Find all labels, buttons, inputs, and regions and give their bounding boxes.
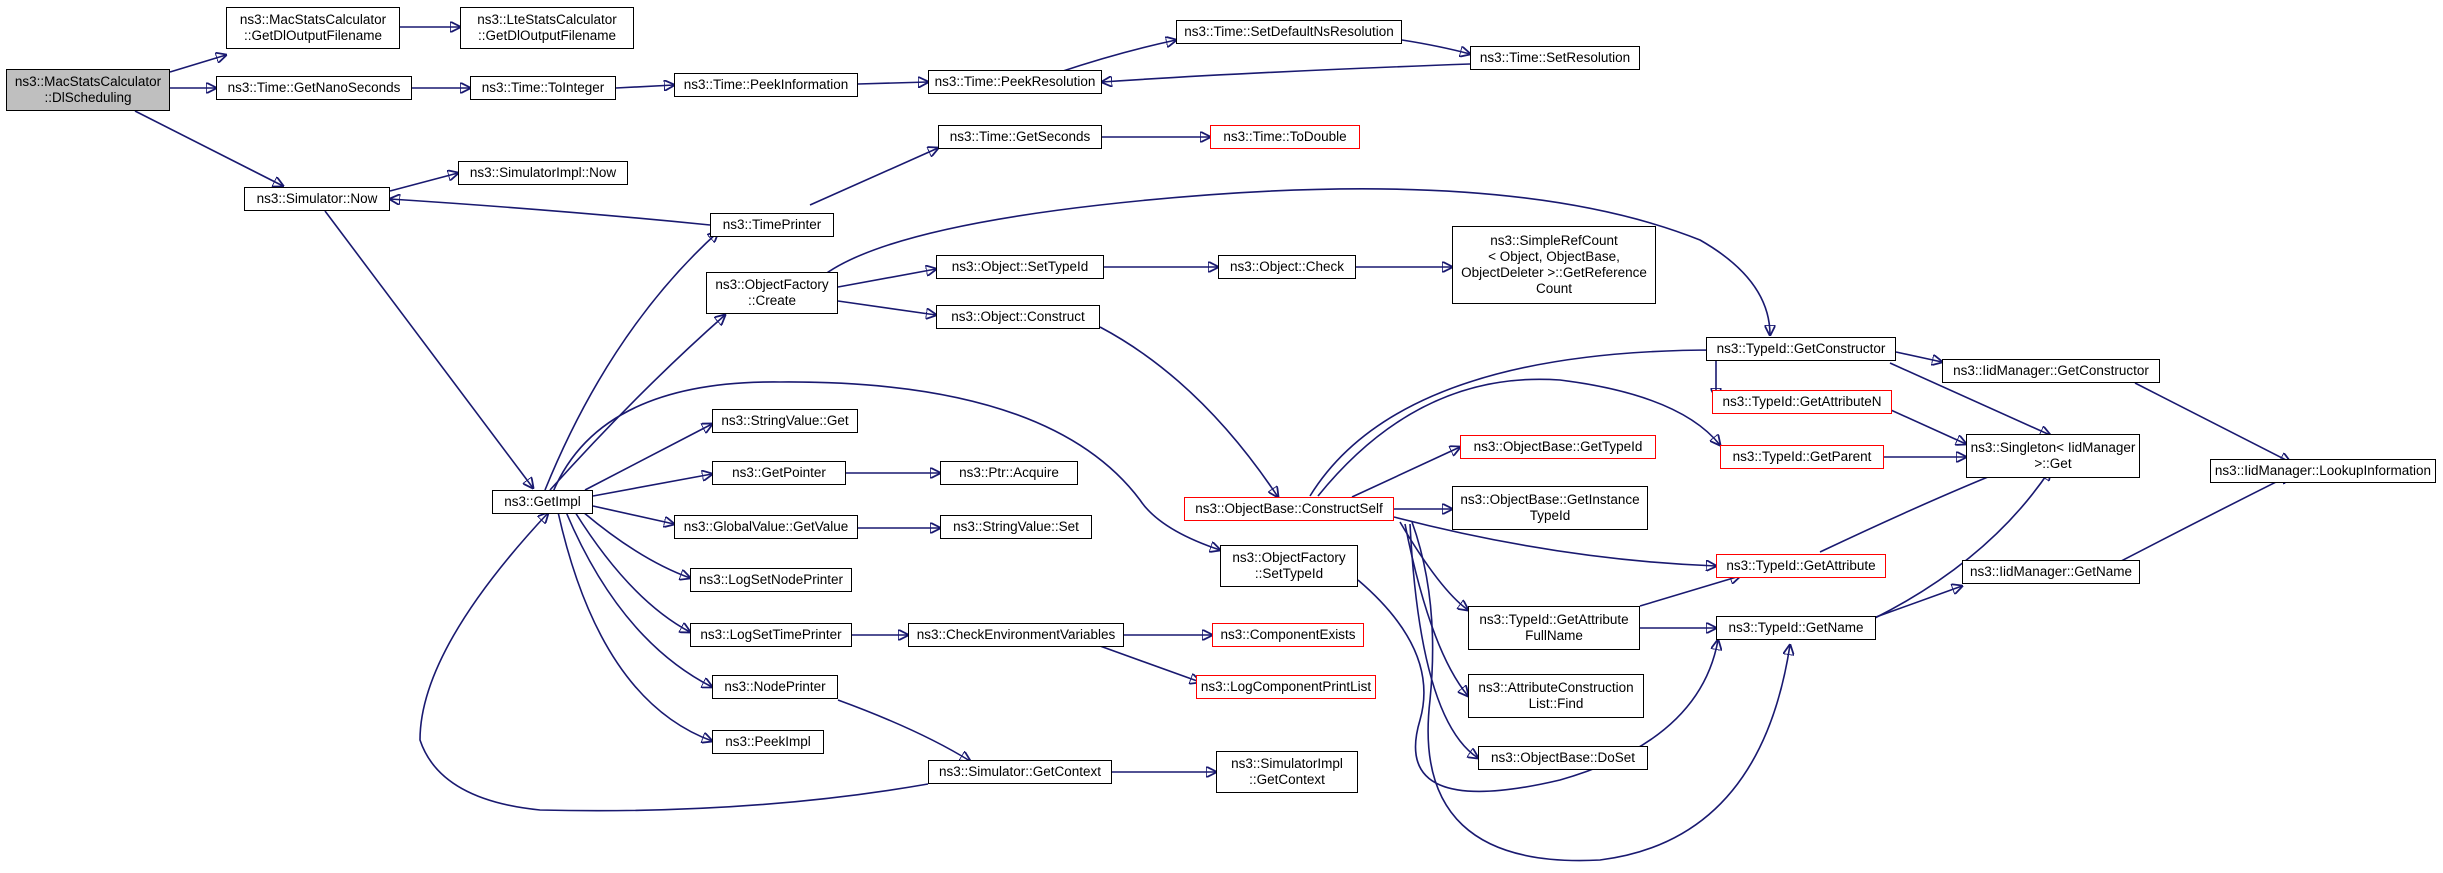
node-objectfactory-create[interactable]: ns3::ObjectFactory ::Create bbox=[706, 272, 838, 314]
edge-tidgetname-to-iidgetname bbox=[1875, 586, 1962, 618]
edge-getimpl-to-logsetnodeprinter bbox=[582, 511, 690, 578]
edge-timeprinter-to-simulator-now bbox=[390, 199, 711, 226]
edge-setdefaultns-to-setresolution bbox=[1401, 39, 1470, 54]
edge-ofcreate-to-objsettypeid bbox=[837, 269, 936, 288]
edge-getimpl-to-timeprinter bbox=[544, 232, 718, 491]
edge-simulator-now-to-getimpl bbox=[324, 210, 533, 488]
edge-timeprinter-to-getseconds bbox=[809, 148, 938, 206]
edge-objconstruct-to-obconstructself bbox=[1099, 326, 1278, 497]
edge-setresolution-to-peekresolution bbox=[1102, 63, 1471, 82]
edge-getimpl-to-globalvalue-getvalue bbox=[592, 505, 674, 524]
node-ptr-acquire[interactable]: ns3::Ptr::Acquire bbox=[940, 461, 1078, 485]
node-typeid-getparent[interactable]: ns3::TypeId::GetParent bbox=[1720, 445, 1884, 469]
edge-iidgetname-to-lookupinformation bbox=[2099, 475, 2290, 573]
node-logsettimeprinter[interactable]: ns3::LogSetTimePrinter bbox=[690, 623, 852, 647]
edge-getimpl-to-stringvalue-get bbox=[584, 424, 712, 491]
node-simulator-getcontext[interactable]: ns3::Simulator::GetContext bbox=[928, 760, 1112, 784]
node-ltestatscalculator-getdloutputfilename[interactable]: ns3::LteStatsCalculator ::GetDlOutputFil… bbox=[460, 7, 634, 49]
edge-simulator-now-to-simulatorimpl-now bbox=[389, 173, 458, 192]
node-object-construct[interactable]: ns3::Object::Construct bbox=[936, 305, 1100, 329]
node-attributeconstructionlist-find[interactable]: ns3::AttributeConstruction List::Find bbox=[1468, 674, 1644, 718]
edge-dlscheduling-to-simulator-now bbox=[134, 110, 283, 186]
edge-nodeprinter-to-simgetcontext bbox=[837, 699, 970, 761]
node-time-tointeger[interactable]: ns3::Time::ToInteger bbox=[470, 76, 616, 100]
edge-ofcreate-to-tidgetconstructor bbox=[819, 188, 1770, 335]
edge-getimpl-to-ofsettypeid bbox=[552, 381, 1220, 550]
edge-constructself-to-tidgetattrn bbox=[1309, 349, 1716, 497]
edge-tointeger-to-peekinformation bbox=[615, 85, 674, 88]
edge-constructself-to-tidgetattrfull bbox=[1399, 521, 1468, 610]
edge-constructself-to-attrconstructionfind bbox=[1404, 523, 1468, 696]
node-getpointer[interactable]: ns3::GetPointer bbox=[712, 461, 846, 485]
node-typeid-getname[interactable]: ns3::TypeId::GetName bbox=[1716, 616, 1876, 640]
node-stringvalue-get[interactable]: ns3::StringValue::Get bbox=[712, 409, 858, 433]
node-typeid-getattribute[interactable]: ns3::TypeId::GetAttribute bbox=[1716, 554, 1886, 578]
node-globalvalue-getvalue[interactable]: ns3::GlobalValue::GetValue bbox=[674, 515, 858, 539]
node-macstatscalculator-getdloutputfilename[interactable]: ns3::MacStatsCalculator ::GetDlOutputFil… bbox=[226, 7, 400, 49]
node-componentexists[interactable]: ns3::ComponentExists bbox=[1212, 623, 1364, 647]
edge-constructself-to-tidgetattr bbox=[1393, 516, 1716, 566]
node-timeprinter[interactable]: ns3::TimePrinter bbox=[710, 213, 834, 237]
edge-peekresolution-to-setdefaultns bbox=[1059, 40, 1176, 73]
node-singleton-iidmanager-get[interactable]: ns3::Singleton< IidManager >::Get bbox=[1966, 434, 2140, 478]
node-time-peekinformation[interactable]: ns3::Time::PeekInformation bbox=[674, 73, 858, 97]
node-peekimpl[interactable]: ns3::PeekImpl bbox=[712, 730, 824, 754]
node-objectbase-getinstancetypeid[interactable]: ns3::ObjectBase::GetInstance TypeId bbox=[1452, 486, 1648, 530]
edge-getimpl-to-logsettimeprinter bbox=[574, 511, 690, 632]
node-time-setresolution[interactable]: ns3::Time::SetResolution bbox=[1470, 46, 1640, 70]
node-simulatorimpl-getcontext[interactable]: ns3::SimulatorImpl ::GetContext bbox=[1216, 751, 1358, 793]
node-getimpl[interactable]: ns3::GetImpl bbox=[492, 490, 593, 514]
node-simulator-now[interactable]: ns3::Simulator::Now bbox=[244, 187, 390, 211]
edge-tidgetattr-to-singleton bbox=[1819, 468, 2010, 553]
edge-getimpl-to-objectfactory-create bbox=[549, 315, 725, 491]
edge-ofcreate-to-objconstruct bbox=[837, 300, 936, 315]
edge-constructself-to-tidgetname bbox=[1411, 521, 1790, 862]
node-typeid-getattributefullname[interactable]: ns3::TypeId::GetAttribute FullName bbox=[1468, 606, 1640, 650]
node-simplerefcount-getreferencecount[interactable]: ns3::SimpleRefCount < Object, ObjectBase… bbox=[1452, 226, 1656, 304]
edge-dlscheduling-to-mac-getdloutputfilename bbox=[169, 55, 226, 73]
edge-ofsettypeid-to-tidgetname bbox=[1357, 579, 1718, 793]
node-stringvalue-set[interactable]: ns3::StringValue::Set bbox=[940, 515, 1092, 539]
node-time-peekresolution[interactable]: ns3::Time::PeekResolution bbox=[928, 70, 1102, 94]
node-iidmanager-getconstructor[interactable]: ns3::IidManager::GetConstructor bbox=[1942, 359, 2160, 383]
edge-iidgetconstructor-to-lookupinformation bbox=[2134, 382, 2290, 462]
node-objectbase-doset[interactable]: ns3::ObjectBase::DoSet bbox=[1478, 746, 1648, 770]
edge-getimpl-to-getpointer bbox=[592, 474, 712, 497]
node-logcomponentprintlist[interactable]: ns3::LogComponentPrintList bbox=[1196, 675, 1376, 699]
node-checkenvironmentvariables[interactable]: ns3::CheckEnvironmentVariables bbox=[908, 623, 1124, 647]
node-typeid-getattributen[interactable]: ns3::TypeId::GetAttributeN bbox=[1712, 390, 1892, 414]
edge-checkenv-to-logcomponentprintlist bbox=[1099, 645, 1200, 682]
node-logsetnodeprinter[interactable]: ns3::LogSetNodePrinter bbox=[690, 568, 852, 592]
edge-constructself-to-obgettypeid bbox=[1351, 447, 1460, 498]
node-object-check[interactable]: ns3::Object::Check bbox=[1218, 255, 1356, 279]
edge-tidgetattrn-to-singleton bbox=[1881, 405, 1966, 444]
node-typeid-getconstructor[interactable]: ns3::TypeId::GetConstructor bbox=[1706, 337, 1896, 361]
node-macstatscalculator-dlscheduling[interactable]: ns3::MacStatsCalculator ::DlScheduling bbox=[6, 69, 170, 111]
edge-tidgetattrfull-to-tidgetattr bbox=[1639, 576, 1740, 607]
edge-simgetcontext-to-getimpl bbox=[419, 513, 929, 812]
node-nodeprinter[interactable]: ns3::NodePrinter bbox=[712, 675, 838, 699]
edge-tidgetconstructor-to-iidgetconstructor bbox=[1895, 351, 1942, 362]
edge-getimpl-to-peekimpl bbox=[557, 511, 712, 741]
node-iidmanager-getname[interactable]: ns3::IidManager::GetName bbox=[1962, 560, 2140, 584]
node-objectbase-gettypeid[interactable]: ns3::ObjectBase::GetTypeId bbox=[1460, 435, 1656, 459]
node-objectbase-constructself[interactable]: ns3::ObjectBase::ConstructSelf bbox=[1184, 497, 1394, 521]
node-time-getseconds[interactable]: ns3::Time::GetSeconds bbox=[938, 125, 1102, 149]
edge-tidgetname-to-singleton bbox=[1874, 470, 2050, 619]
node-object-settypeid[interactable]: ns3::Object::SetTypeId bbox=[936, 255, 1104, 279]
node-objectfactory-settypeid[interactable]: ns3::ObjectFactory ::SetTypeId bbox=[1220, 545, 1358, 587]
edge-constructself-to-tidgetparent bbox=[1317, 378, 1720, 497]
edge-tidgetconstructor-to-singleton bbox=[1889, 362, 2050, 435]
node-time-getnanoseconds[interactable]: ns3::Time::GetNanoSeconds bbox=[216, 76, 412, 100]
edge-peekinformation-to-peekresolution bbox=[857, 82, 928, 84]
node-iidmanager-lookupinformation[interactable]: ns3::IidManager::LookupInformation bbox=[2210, 459, 2436, 483]
node-time-todouble[interactable]: ns3::Time::ToDouble bbox=[1210, 125, 1360, 149]
node-simulatorimpl-now[interactable]: ns3::SimulatorImpl::Now bbox=[458, 161, 628, 185]
edge-getimpl-to-nodeprinter bbox=[565, 511, 712, 687]
node-time-setdefaultnsresolution[interactable]: ns3::Time::SetDefaultNsResolution bbox=[1176, 20, 1402, 44]
